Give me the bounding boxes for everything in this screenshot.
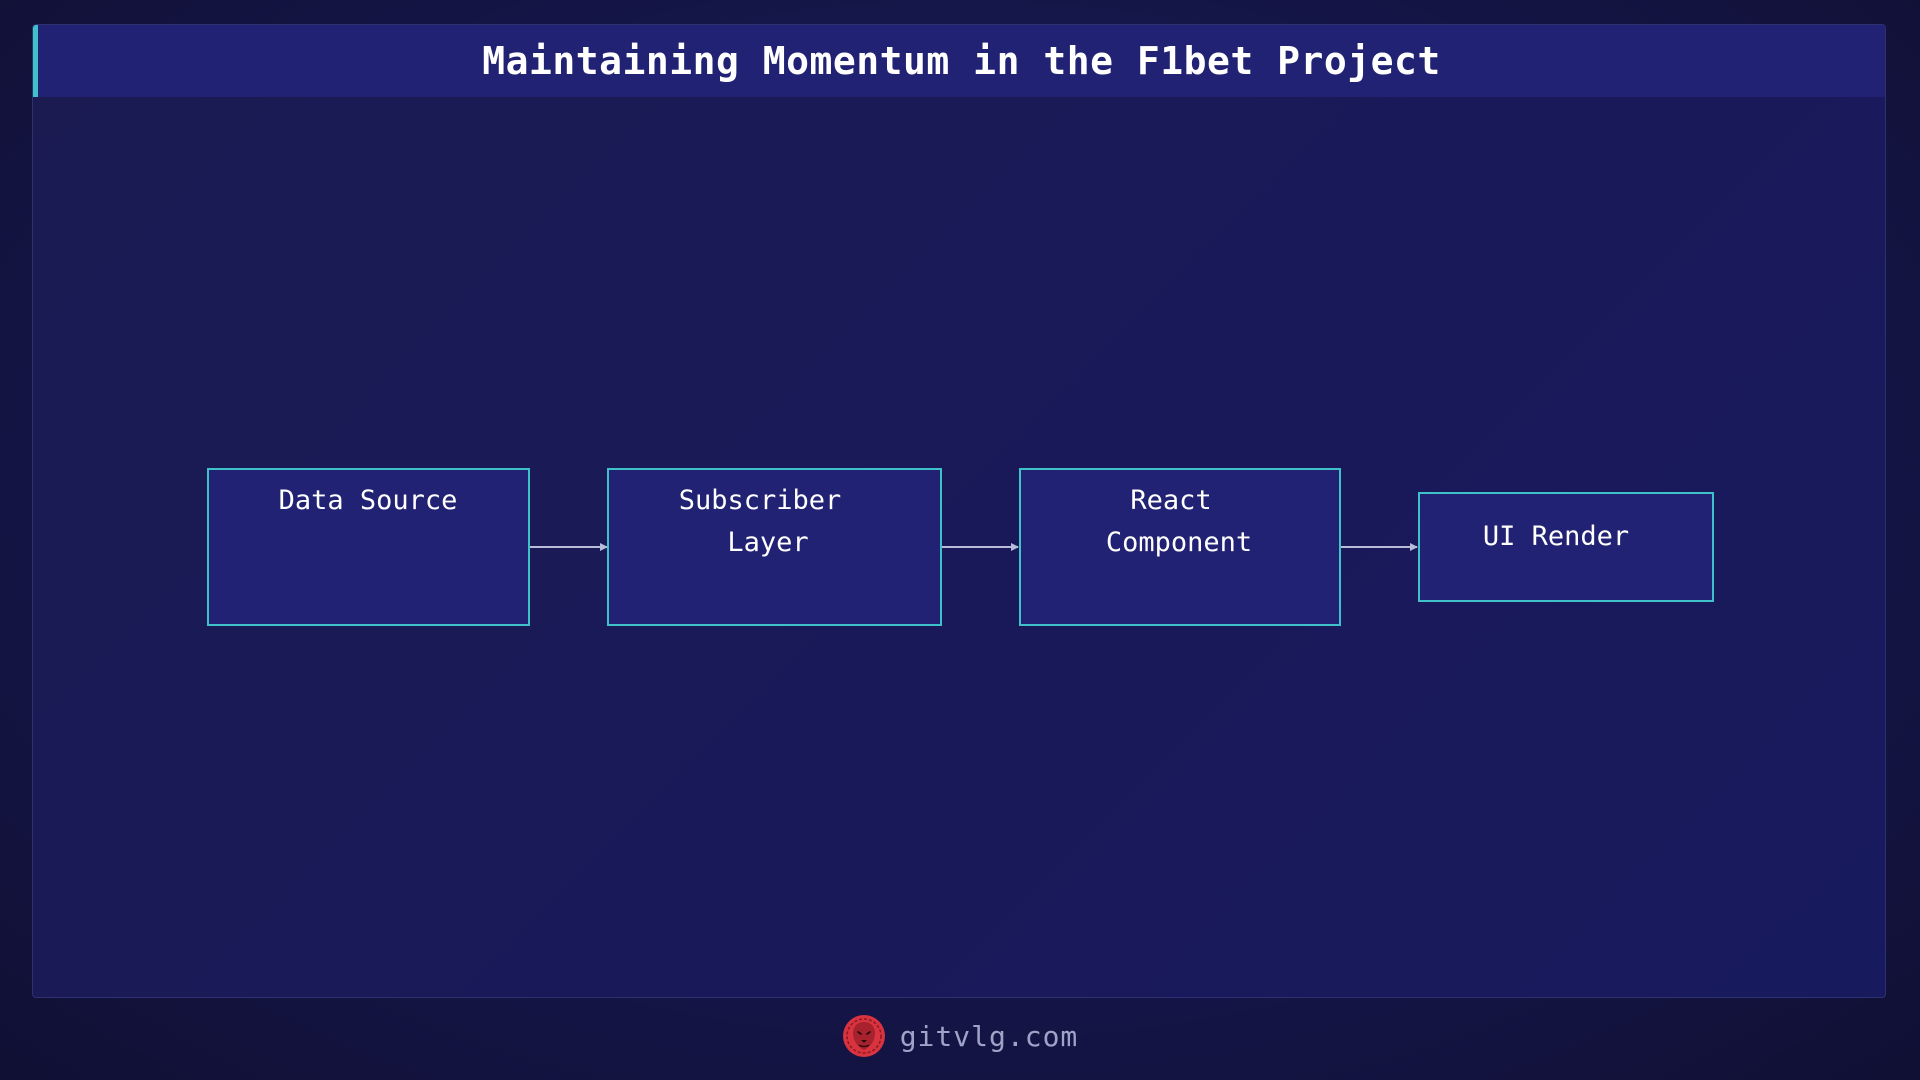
node-react-component: React Component <box>1019 468 1341 626</box>
node-subscriber-layer-label-line-2: Layer <box>727 527 808 558</box>
node-ui-render-label: UI Render <box>1483 521 1629 552</box>
node-react-component-box <box>1019 468 1341 626</box>
node-subscriber-layer-box <box>607 468 942 626</box>
node-subscriber-layer: Subscriber Layer <box>607 468 942 626</box>
footer-site-link[interactable]: gitvlg.com <box>899 1019 1079 1053</box>
node-subscriber-layer-label-line-1: Subscriber <box>679 485 842 516</box>
node-data-source: Data Source <box>207 468 530 626</box>
node-data-source-box <box>207 468 530 626</box>
lion-logo-icon <box>842 1015 885 1057</box>
page-title: Maintaining Momentum in the F1bet Projec… <box>482 39 1441 83</box>
footer: gitvlg.com <box>0 1010 1920 1062</box>
node-data-source-label: Data Source <box>279 485 458 516</box>
panel-header: Maintaining Momentum in the F1bet Projec… <box>33 25 1885 97</box>
node-react-component-label-line-1: React <box>1130 485 1211 516</box>
diagram-panel: Maintaining Momentum in the F1bet Projec… <box>32 24 1886 998</box>
node-react-component-label-line-2: Component <box>1106 527 1252 558</box>
flow-diagram: Data Source Subscriber Layer React Compo… <box>207 468 1714 626</box>
node-ui-render: UI Render <box>1418 492 1714 602</box>
node-ui-render-box <box>1418 492 1714 602</box>
